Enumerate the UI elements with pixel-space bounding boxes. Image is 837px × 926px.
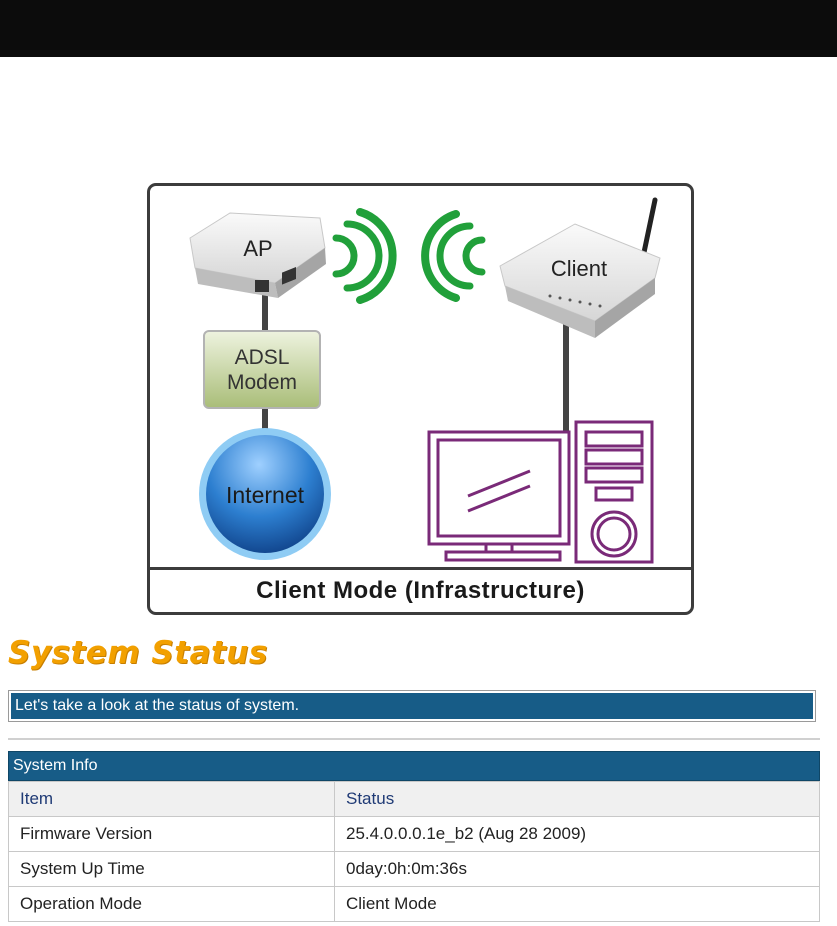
internet-label: Internet xyxy=(226,482,305,508)
table-row: Firmware Version 25.4.0.0.0.1e_b2 (Aug 2… xyxy=(9,817,820,852)
network-diagram: AP Client ADSL Modem Internet Client Mod… xyxy=(147,183,694,615)
desktop-computer-icon xyxy=(429,422,652,562)
modem-box xyxy=(204,331,320,408)
divider xyxy=(8,738,820,740)
ap-label: AP xyxy=(243,236,272,261)
ap-signal-waves-icon xyxy=(336,212,393,300)
row-label: Operation Mode xyxy=(9,887,335,922)
column-header-status: Status xyxy=(335,782,820,817)
client-signal-waves-icon xyxy=(425,214,482,298)
row-value: 0day:0h:0m:36s xyxy=(335,852,820,887)
page-title: System Status xyxy=(8,635,268,671)
intro-box: Let's take a look at the status of syste… xyxy=(8,690,816,722)
table-row: System Up Time 0day:0h:0m:36s xyxy=(9,852,820,887)
row-label: System Up Time xyxy=(9,852,335,887)
column-header-item: Item xyxy=(9,782,335,817)
client-label: Client xyxy=(551,256,607,281)
modem-label-line1: ADSL xyxy=(235,346,290,369)
row-label: Firmware Version xyxy=(9,817,335,852)
modem-label-line2: Modem xyxy=(227,371,297,394)
row-value: Client Mode xyxy=(335,887,820,922)
top-black-bar xyxy=(0,0,837,57)
table-row: Operation Mode Client Mode xyxy=(9,887,820,922)
diagram-caption: Client Mode (Infrastructure) xyxy=(150,567,691,612)
table-header-row: Item Status xyxy=(9,782,820,817)
system-info-heading: System Info xyxy=(8,751,820,781)
diagram-artwork: AP Client ADSL Modem Internet xyxy=(150,186,691,570)
intro-text: Let's take a look at the status of syste… xyxy=(11,693,813,719)
system-info-table: System Info Item Status Firmware Version… xyxy=(8,751,820,922)
row-value: 25.4.0.0.0.1e_b2 (Aug 28 2009) xyxy=(335,817,820,852)
